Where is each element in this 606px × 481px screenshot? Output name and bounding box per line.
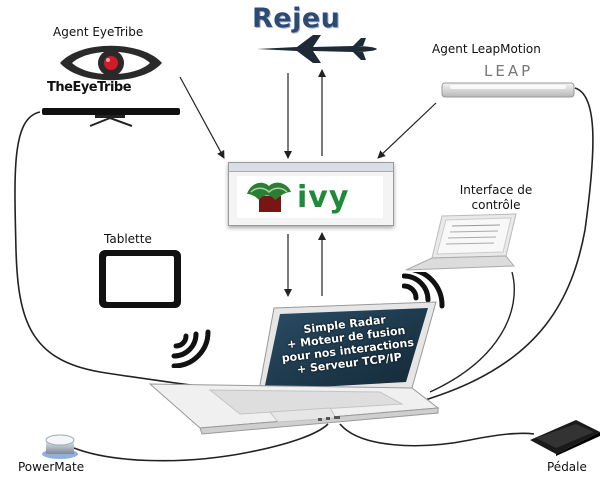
- airplane-icon: [257, 35, 377, 63]
- agent-leap-label: Agent LeapMotion: [432, 42, 541, 56]
- pedal-icon: [530, 420, 600, 456]
- powermate-label: PowerMate: [18, 460, 85, 474]
- eyetribe-brand-text: TheEyeTribe: [47, 80, 132, 95]
- powermate-knob-icon: [42, 434, 78, 459]
- wireless-signal-icon-right: [402, 272, 445, 309]
- arrow-leap-to-ivy: [377, 102, 437, 159]
- interface-cable: [429, 271, 515, 393]
- pedal-label: Pédale: [547, 460, 587, 474]
- leap-cable: [399, 87, 594, 407]
- agent-eyetribe-label: Agent EyeTribe: [53, 25, 144, 39]
- eyetribe-logo-icon: [60, 45, 162, 81]
- powermate-cable: [73, 423, 329, 462]
- tablet-label: Tablette: [104, 232, 152, 246]
- leap-device: [441, 82, 575, 98]
- leap-logo-text: LEAP: [484, 62, 534, 80]
- ivy-leaf-icon: [247, 182, 291, 212]
- interface-label-line2: contrôle: [471, 198, 521, 212]
- ivy-bus-window: ivy: [228, 162, 394, 226]
- control-laptop-icon: [405, 213, 517, 271]
- interface-label-line1: Interface de: [459, 183, 533, 197]
- wireless-signal-icon: [171, 329, 211, 368]
- arrow-eyetribe-to-ivy: [179, 76, 225, 159]
- pedal-cable: [339, 423, 535, 447]
- ivy-window-titlebar: [229, 163, 393, 172]
- ivy-logo-panel: ivy: [237, 176, 383, 218]
- eyetribe-tracker-bar: [42, 108, 180, 127]
- eyetribe-cable: [14, 111, 241, 393]
- rejeu-title: Rejeu: [252, 3, 341, 34]
- main-laptop: [148, 301, 440, 435]
- tablet-icon: [99, 250, 181, 308]
- ivy-logo-text: ivy: [297, 180, 350, 215]
